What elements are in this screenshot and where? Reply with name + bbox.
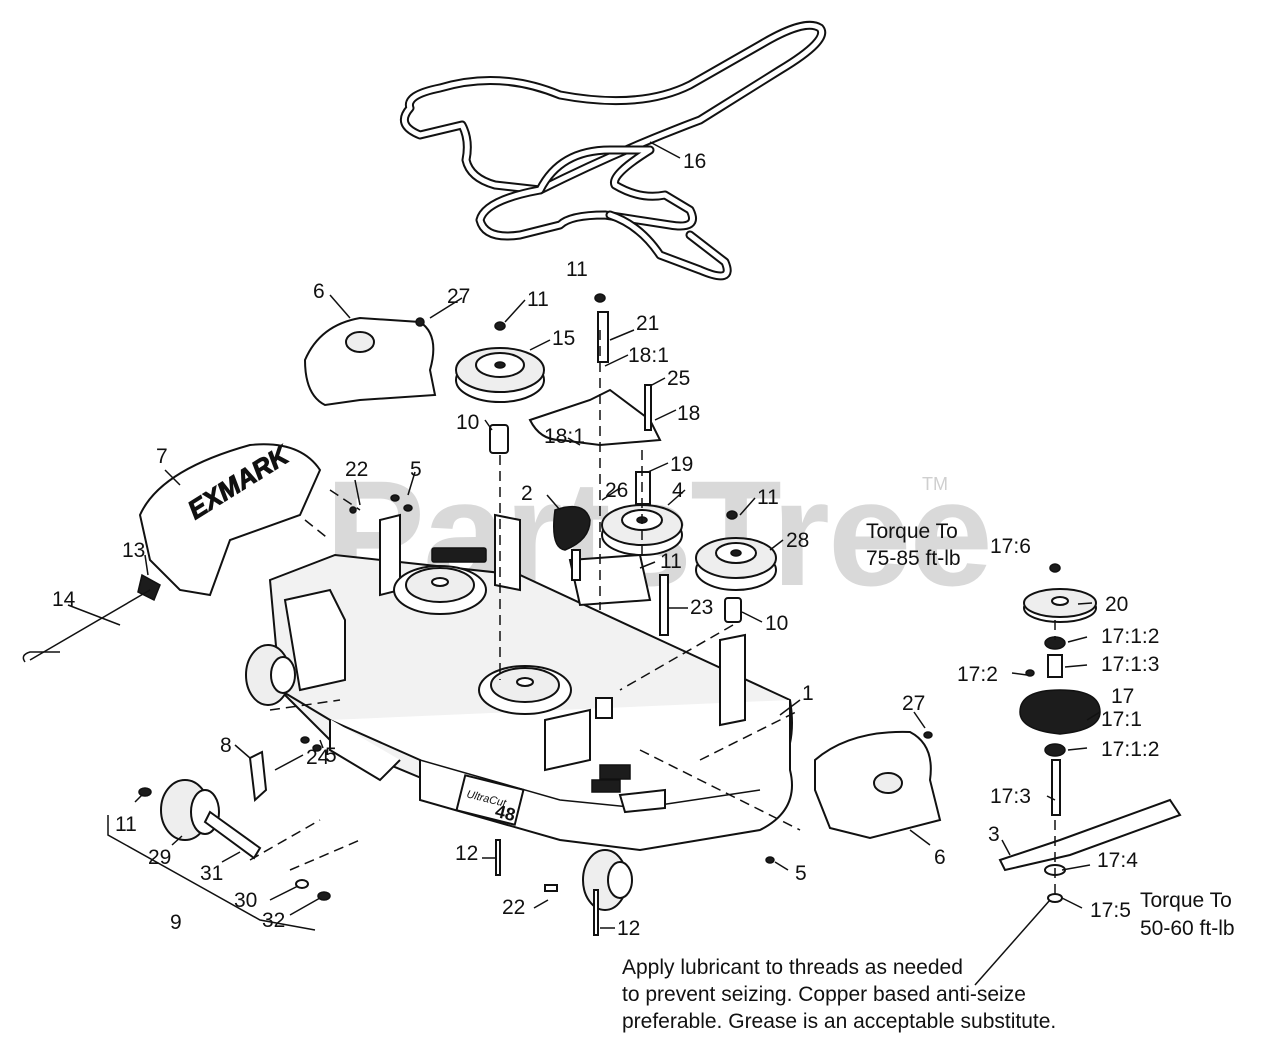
decal-size: 48 [493,801,517,825]
callout-10[interactable]: 10 [456,411,479,434]
spacer-10-upper[interactable] [489,424,509,454]
idler-pulley-28[interactable] [695,537,777,591]
callout-10[interactable]: 10 [765,612,788,635]
callout-17-2[interactable]: 17:2 [957,663,998,686]
callout-17-1-2[interactable]: 17:1:2 [1101,625,1159,648]
callout-31[interactable]: 31 [200,862,223,885]
torque-note-lower: Torque To 50-60 ft-lb [1140,889,1235,940]
svg-text:Torque To: Torque To [1140,889,1232,912]
ultracut-decal [455,774,525,826]
callout-5[interactable]: 5 [795,862,807,885]
callout-5[interactable]: 5 [325,744,337,767]
callout-4[interactable]: 4 [672,479,684,502]
callout-23[interactable]: 23 [690,596,713,619]
callout-17-4[interactable]: 17:4 [1097,849,1138,872]
spindle-assembly[interactable] [998,588,1182,903]
callout-3[interactable]: 3 [988,823,1000,846]
svg-text:75-85 ft-lb: 75-85 ft-lb [866,547,961,570]
callout-18-1[interactable]: 18:1 [628,344,669,367]
idler-spring[interactable] [553,505,591,551]
callout-22[interactable]: 22 [502,896,525,919]
callout-29[interactable]: 29 [148,846,171,869]
svg-text:Torque To: Torque To [866,520,958,543]
callout-5[interactable]: 5 [410,458,422,481]
belt-cover-left[interactable] [303,316,437,407]
svg-text:preferable. Grease is an accep: preferable. Grease is an acceptable subs… [622,1010,1056,1033]
lubricant-note: Apply lubricant to threads as needed to … [622,956,1056,1033]
callout-11[interactable]: 11 [757,486,779,509]
callout-14[interactable]: 14 [52,588,76,611]
callout-13[interactable]: 13 [122,539,145,562]
callout-30[interactable]: 30 [234,889,257,912]
callout-32[interactable]: 32 [262,909,285,932]
callout-8[interactable]: 8 [220,734,232,757]
bracket-8[interactable] [248,750,268,803]
callout-16[interactable]: 16 [683,150,706,173]
callout-15[interactable]: 15 [552,327,575,350]
svg-text:to prevent seizing. Copper bas: to prevent seizing. Copper based anti-se… [622,983,1026,1006]
callout-17-1-3[interactable]: 17:1:3 [1101,653,1159,676]
callout-17-6[interactable]: 17:6 [990,535,1031,558]
callout-11[interactable]: 11 [527,288,549,311]
drive-belt[interactable] [399,20,826,281]
spacer-10-lower[interactable] [724,597,742,623]
leader-lines [67,141,1101,986]
callout-11[interactable]: 11 [660,550,682,573]
callout-18-1[interactable]: 18:1 [544,425,585,448]
callout-9[interactable]: 9 [170,911,182,934]
callout-18[interactable]: 18 [677,402,700,425]
callout-22[interactable]: 22 [345,458,368,481]
callout-17-1[interactable]: 17:1 [1101,708,1142,731]
release-rod[interactable] [29,589,151,661]
callout-20[interactable]: 20 [1105,593,1128,616]
callout-24[interactable]: 24 [306,746,330,769]
callout-12[interactable]: 12 [455,842,478,865]
torque-note-upper: Torque To 75-85 ft-lb [866,520,961,570]
callout-11[interactable]: 11 [566,258,588,281]
svg-text:Apply lubricant to threads as: Apply lubricant to threads as needed [622,956,963,979]
callout-17-3[interactable]: 17:3 [990,785,1031,808]
callout-21[interactable]: 21 [636,312,659,335]
callout-26[interactable]: 26 [605,479,628,502]
callout-17-1-2[interactable]: 17:1:2 [1101,738,1159,761]
caster-wheel-assembly[interactable] [107,779,331,931]
idler-arm[interactable] [528,311,669,636]
callout-12[interactable]: 12 [617,917,640,940]
spring-13[interactable] [137,573,161,602]
idler-pulley-15[interactable] [455,347,545,403]
callout-25[interactable]: 25 [667,367,690,390]
callout-7[interactable]: 7 [156,445,168,468]
callout-11[interactable]: 11 [115,813,137,836]
guide-lines [249,330,1056,900]
callout-19[interactable]: 19 [670,453,693,476]
callout-17[interactable]: 17 [1111,685,1134,708]
callout-28[interactable]: 28 [786,529,809,552]
svg-text:50-60 ft-lb: 50-60 ft-lb [1140,917,1235,940]
callout-6[interactable]: 6 [934,846,946,869]
callout-labels: 16 11 6 27 11 21 15 18:1 25 18 10 18:1 1… [52,150,1159,940]
callout-2[interactable]: 2 [521,482,533,505]
belt-cover-right[interactable] [814,730,942,840]
callout-27[interactable]: 27 [902,692,925,715]
callout-6[interactable]: 6 [313,280,325,303]
watermark-trademark: TM [922,474,948,494]
callout-27[interactable]: 27 [447,285,470,308]
callout-1[interactable]: 1 [802,682,814,705]
callout-17-5[interactable]: 17:5 [1090,899,1131,922]
